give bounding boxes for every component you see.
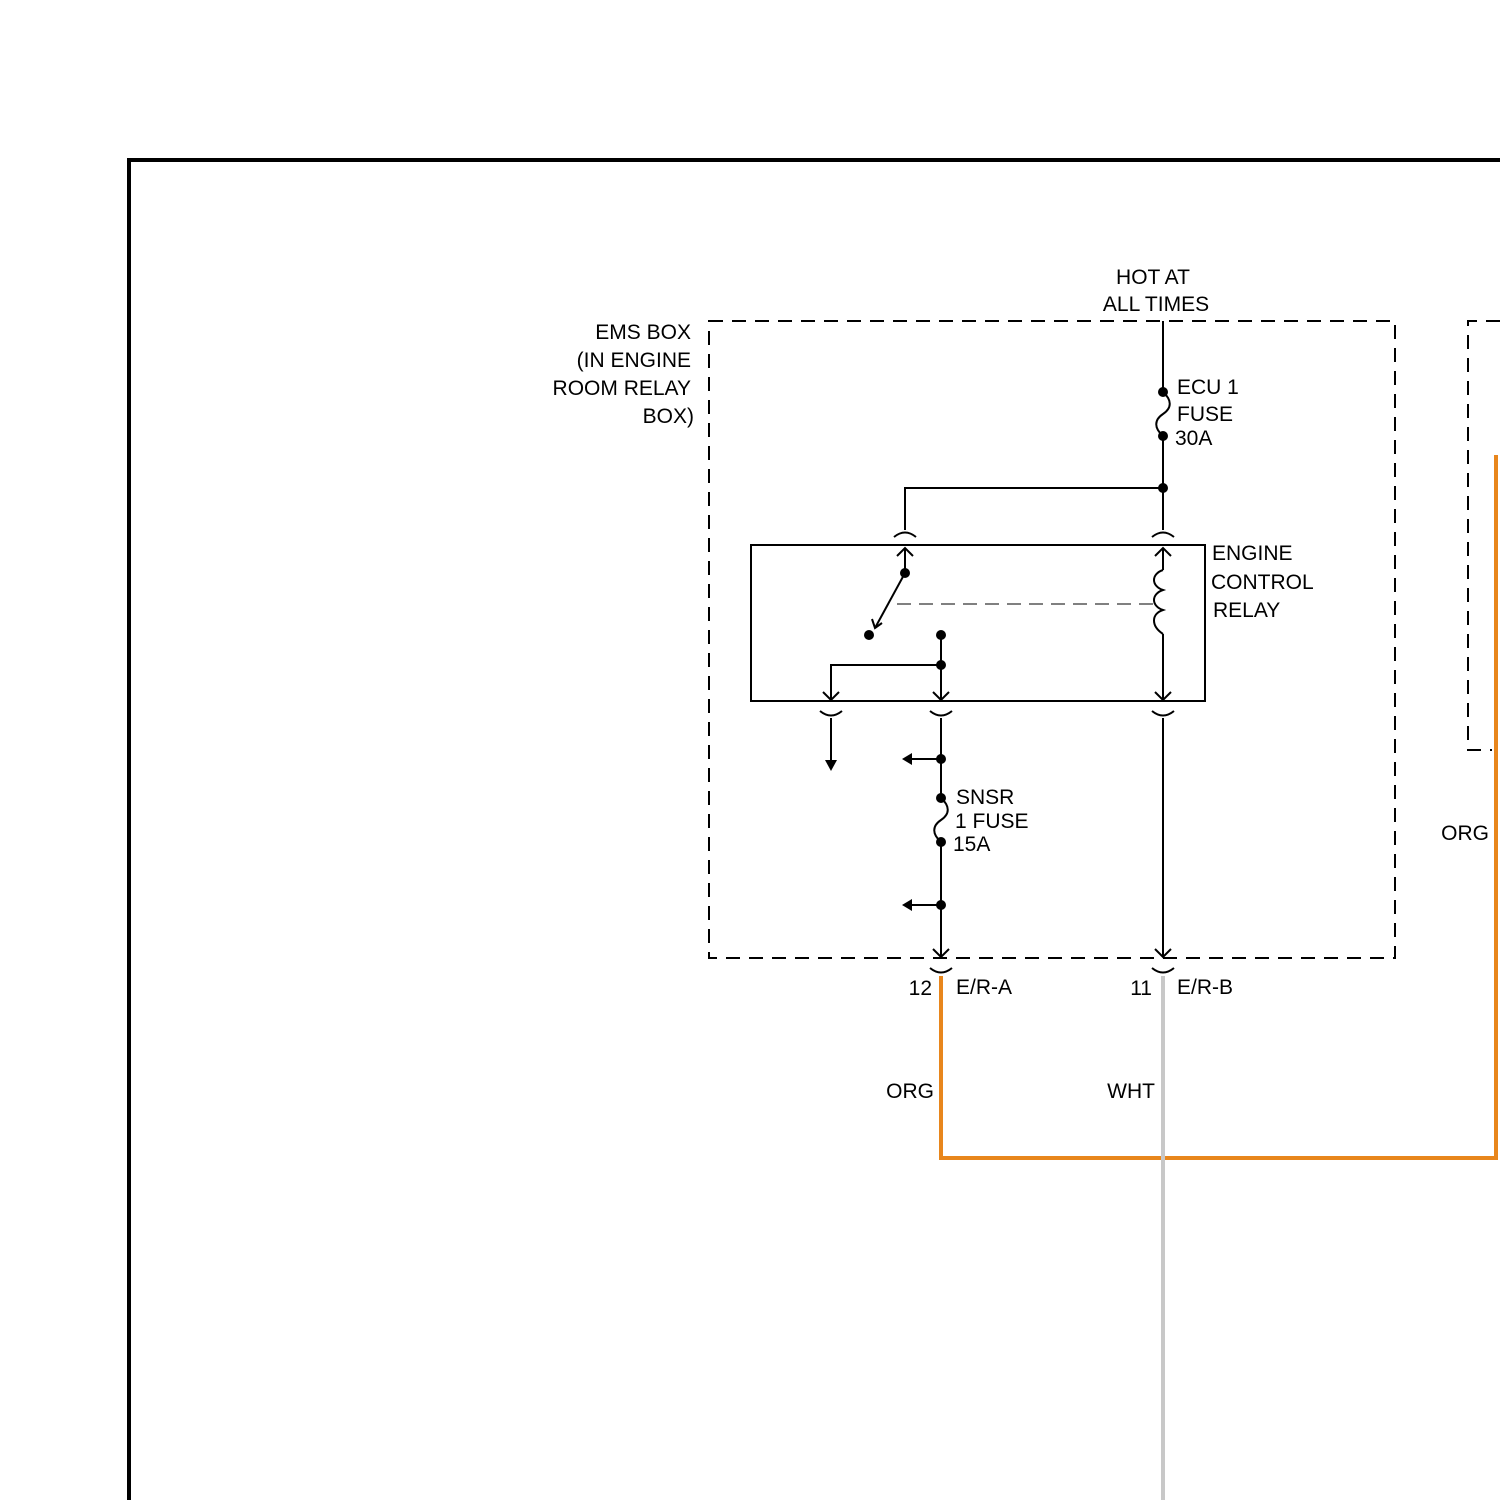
relay-connector-coil-in bbox=[1152, 533, 1174, 538]
connector-er-b bbox=[1152, 968, 1174, 973]
relay-label-line1: ENGINE bbox=[1212, 542, 1293, 565]
hot-at-all-times-line1: HOT AT bbox=[1116, 266, 1190, 289]
snsr-fuse-symbol bbox=[934, 798, 948, 842]
switch-branch-wire bbox=[831, 665, 941, 700]
ems-box-outline bbox=[709, 321, 1395, 958]
relay-label-line3: RELAY bbox=[1213, 599, 1280, 622]
ems-box-label-line4: BOX) bbox=[643, 405, 694, 428]
hot-at-all-times-line2: ALL TIMES bbox=[1103, 293, 1209, 316]
relay-connector-branch bbox=[820, 711, 842, 716]
ems-box-label-line3: ROOM RELAY bbox=[553, 377, 691, 400]
wire-org-label: ORG bbox=[886, 1080, 934, 1103]
relay-label-line2: CONTROL bbox=[1211, 571, 1314, 594]
ecu-fuse-label-line3: 30A bbox=[1175, 427, 1212, 450]
ems-box-label-line2: (IN ENGINE bbox=[577, 349, 691, 372]
wire-org-right-label: ORG bbox=[1441, 822, 1489, 845]
ems-box-label-line1: EMS BOX bbox=[595, 321, 691, 344]
ecu-fuse-label-line1: ECU 1 bbox=[1177, 376, 1239, 399]
switch-contact-nc bbox=[864, 630, 874, 640]
connector-a-pin: 12 bbox=[909, 977, 932, 1000]
ecu-fuse-symbol bbox=[1156, 392, 1170, 436]
engine-control-relay-box bbox=[751, 545, 1205, 701]
snsr-branch-lower-arrowhead bbox=[902, 899, 912, 911]
branch-down-arrowhead bbox=[825, 760, 837, 771]
page-frame bbox=[129, 160, 1500, 1500]
snsr-fuse-label-line2: 1 FUSE bbox=[955, 810, 1029, 833]
connector-b-pin: 11 bbox=[1130, 977, 1152, 1000]
connector-b-name: E/R-B bbox=[1177, 976, 1233, 999]
relay-connector-switch-in bbox=[894, 533, 916, 538]
snsr-fuse-label-line3: 15A bbox=[953, 833, 990, 856]
ecu-fuse-label-line2: FUSE bbox=[1177, 403, 1233, 426]
switch-feed-wire bbox=[905, 488, 1163, 530]
connector-er-a bbox=[930, 968, 952, 973]
switch-arm bbox=[875, 573, 905, 628]
relay-coil bbox=[1154, 570, 1163, 634]
wire-wht-label: WHT bbox=[1107, 1080, 1155, 1103]
snsr-fuse-label-line1: SNSR bbox=[956, 786, 1014, 809]
relay-connector-switch-out bbox=[930, 711, 952, 716]
relay-connector-coil-out bbox=[1152, 711, 1174, 716]
connector-a-name: E/R-A bbox=[956, 976, 1012, 999]
snsr-branch-upper-arrowhead bbox=[902, 753, 912, 765]
